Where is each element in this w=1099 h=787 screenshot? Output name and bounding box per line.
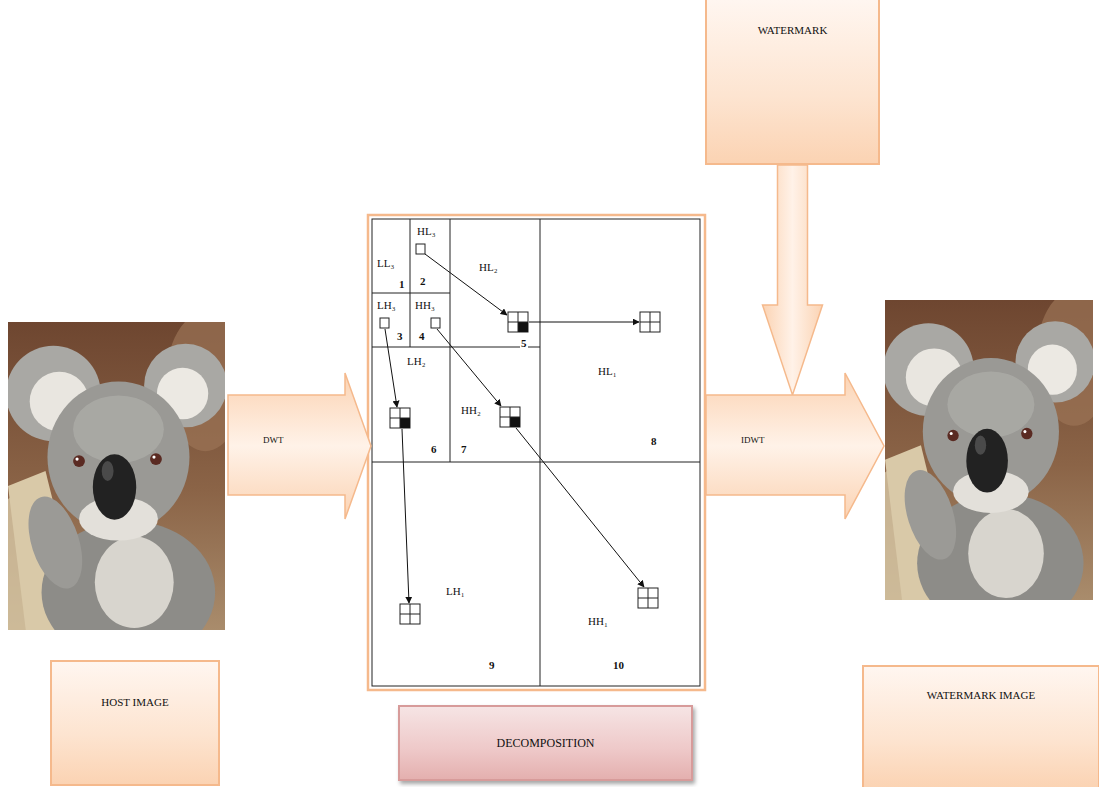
callout-number: 1 [398,279,406,290]
callout-number: 4 [418,331,426,342]
decomposition-grid [368,215,705,690]
subband-name: HH₃ [414,300,436,311]
callout-number: 8 [650,436,658,447]
grid-frame [368,215,705,690]
grid-line [540,219,541,686]
tree-arrow [437,329,501,406]
tree-arrow [516,428,644,587]
tree-arrow [402,429,409,603]
subband-name: HH₁ [587,616,609,627]
block-arrow [763,165,823,395]
coefficient-block [400,604,420,624]
coefficient-block [638,588,658,608]
arrow-label: DWT [263,435,284,445]
grid-line [450,219,451,462]
host-koala-picture [0,312,245,664]
callout-number: 7 [460,444,468,455]
subband-name: HL₂ [478,262,499,273]
box-title: WATERMARK [758,24,828,37]
callout-number: 6 [430,444,438,455]
caption-box: WATERMARK IMAGE [862,665,1099,787]
watermarked-koala-picture [861,290,1099,633]
callout-number: 5 [520,338,528,349]
arrow-shape [705,372,885,520]
tree-arrow [425,254,507,315]
coefficient-square [416,244,425,254]
coefficient-square [380,318,389,328]
coefficient-block [508,312,528,332]
box-title: HOST IMAGE [101,696,168,709]
caption-box: WATERMARK [705,0,880,165]
arrow-outline [706,373,884,519]
callout-number: 3 [396,331,404,342]
transform-arrow: DWT [227,372,372,520]
caption-box: DECOMPOSITION [398,705,693,781]
box-title: DECOMPOSITION [496,737,594,751]
grid-border [372,219,700,686]
grid-line [372,293,450,294]
coefficient-square [431,318,440,328]
subband-name: HH₂ [460,405,482,416]
coefficient-block [640,312,660,332]
grid-line [410,219,411,347]
subband-name: LH₃ [376,300,397,311]
subband-name: LL₃ [376,258,395,269]
coefficient-block [390,408,410,428]
subband-name: HL₃ [416,226,437,237]
subband-name: LH₁ [445,586,466,597]
caption-box: HOST IMAGE [50,660,220,786]
arrow-shape [227,372,372,520]
grid-line [372,347,540,348]
callout-number: 2 [419,276,427,287]
coefficient-block [500,407,520,427]
grid-line [372,462,700,463]
box-title: WATERMARK IMAGE [927,689,1035,702]
arrow-outline [228,373,371,519]
arrow-label: IDWT [741,435,765,445]
callout-number: 9 [488,660,496,671]
subband-name: LH₂ [406,356,427,367]
transform-arrow: IDWT [705,372,885,520]
callout-number: 10 [612,660,625,671]
tree-arrow [529,322,639,323]
subband-name: HL₁ [597,366,618,377]
